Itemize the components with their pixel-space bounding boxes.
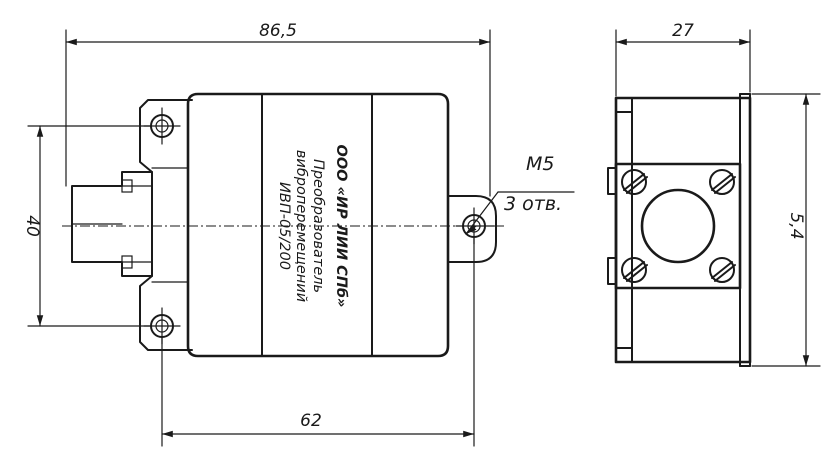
sensor-body (186, 92, 450, 358)
connector-stub (71, 171, 153, 277)
thread-callout: M5 3 отв. (465, 153, 575, 235)
screw-top-left (621, 169, 648, 195)
side-view (607, 93, 752, 367)
nameplate-model: ИВП-05/200 (276, 182, 292, 270)
nameplate: ООО «ИР ЛИИ СПб» Преобразователь вибропе… (276, 145, 349, 308)
dim-depth: 27 (615, 21, 751, 97)
hole-count: 3 отв. (504, 193, 562, 215)
dim-height-value: 40 (22, 215, 42, 237)
nameplate-line2: виброперемещений (293, 150, 309, 302)
dim-side-height: 5,4 (751, 93, 821, 367)
dim-overall-length: 86,5 (65, 21, 491, 197)
nameplate-company: ООО «ИР ЛИИ СПб» (333, 145, 349, 308)
dim-side-height-value: 5,4 (786, 212, 806, 239)
dim-height: 40 (22, 125, 151, 327)
dim-depth-value: 27 (672, 21, 694, 41)
dim-overall-length-value: 86,5 (259, 21, 297, 41)
dim-mount-spacing-value: 62 (300, 411, 322, 431)
screw-bottom-right (709, 257, 736, 283)
mounting-flange (139, 99, 193, 351)
screw-bottom-left (621, 257, 648, 283)
screw-top-right (709, 169, 736, 195)
dim-mount-spacing: 62 (161, 237, 475, 447)
nameplate-line1: Преобразователь (310, 159, 326, 293)
thread-size: M5 (526, 153, 554, 175)
front-view: ООО «ИР ЛИИ СПб» Преобразователь вибропе… (62, 92, 504, 358)
central-bore (640, 188, 716, 264)
